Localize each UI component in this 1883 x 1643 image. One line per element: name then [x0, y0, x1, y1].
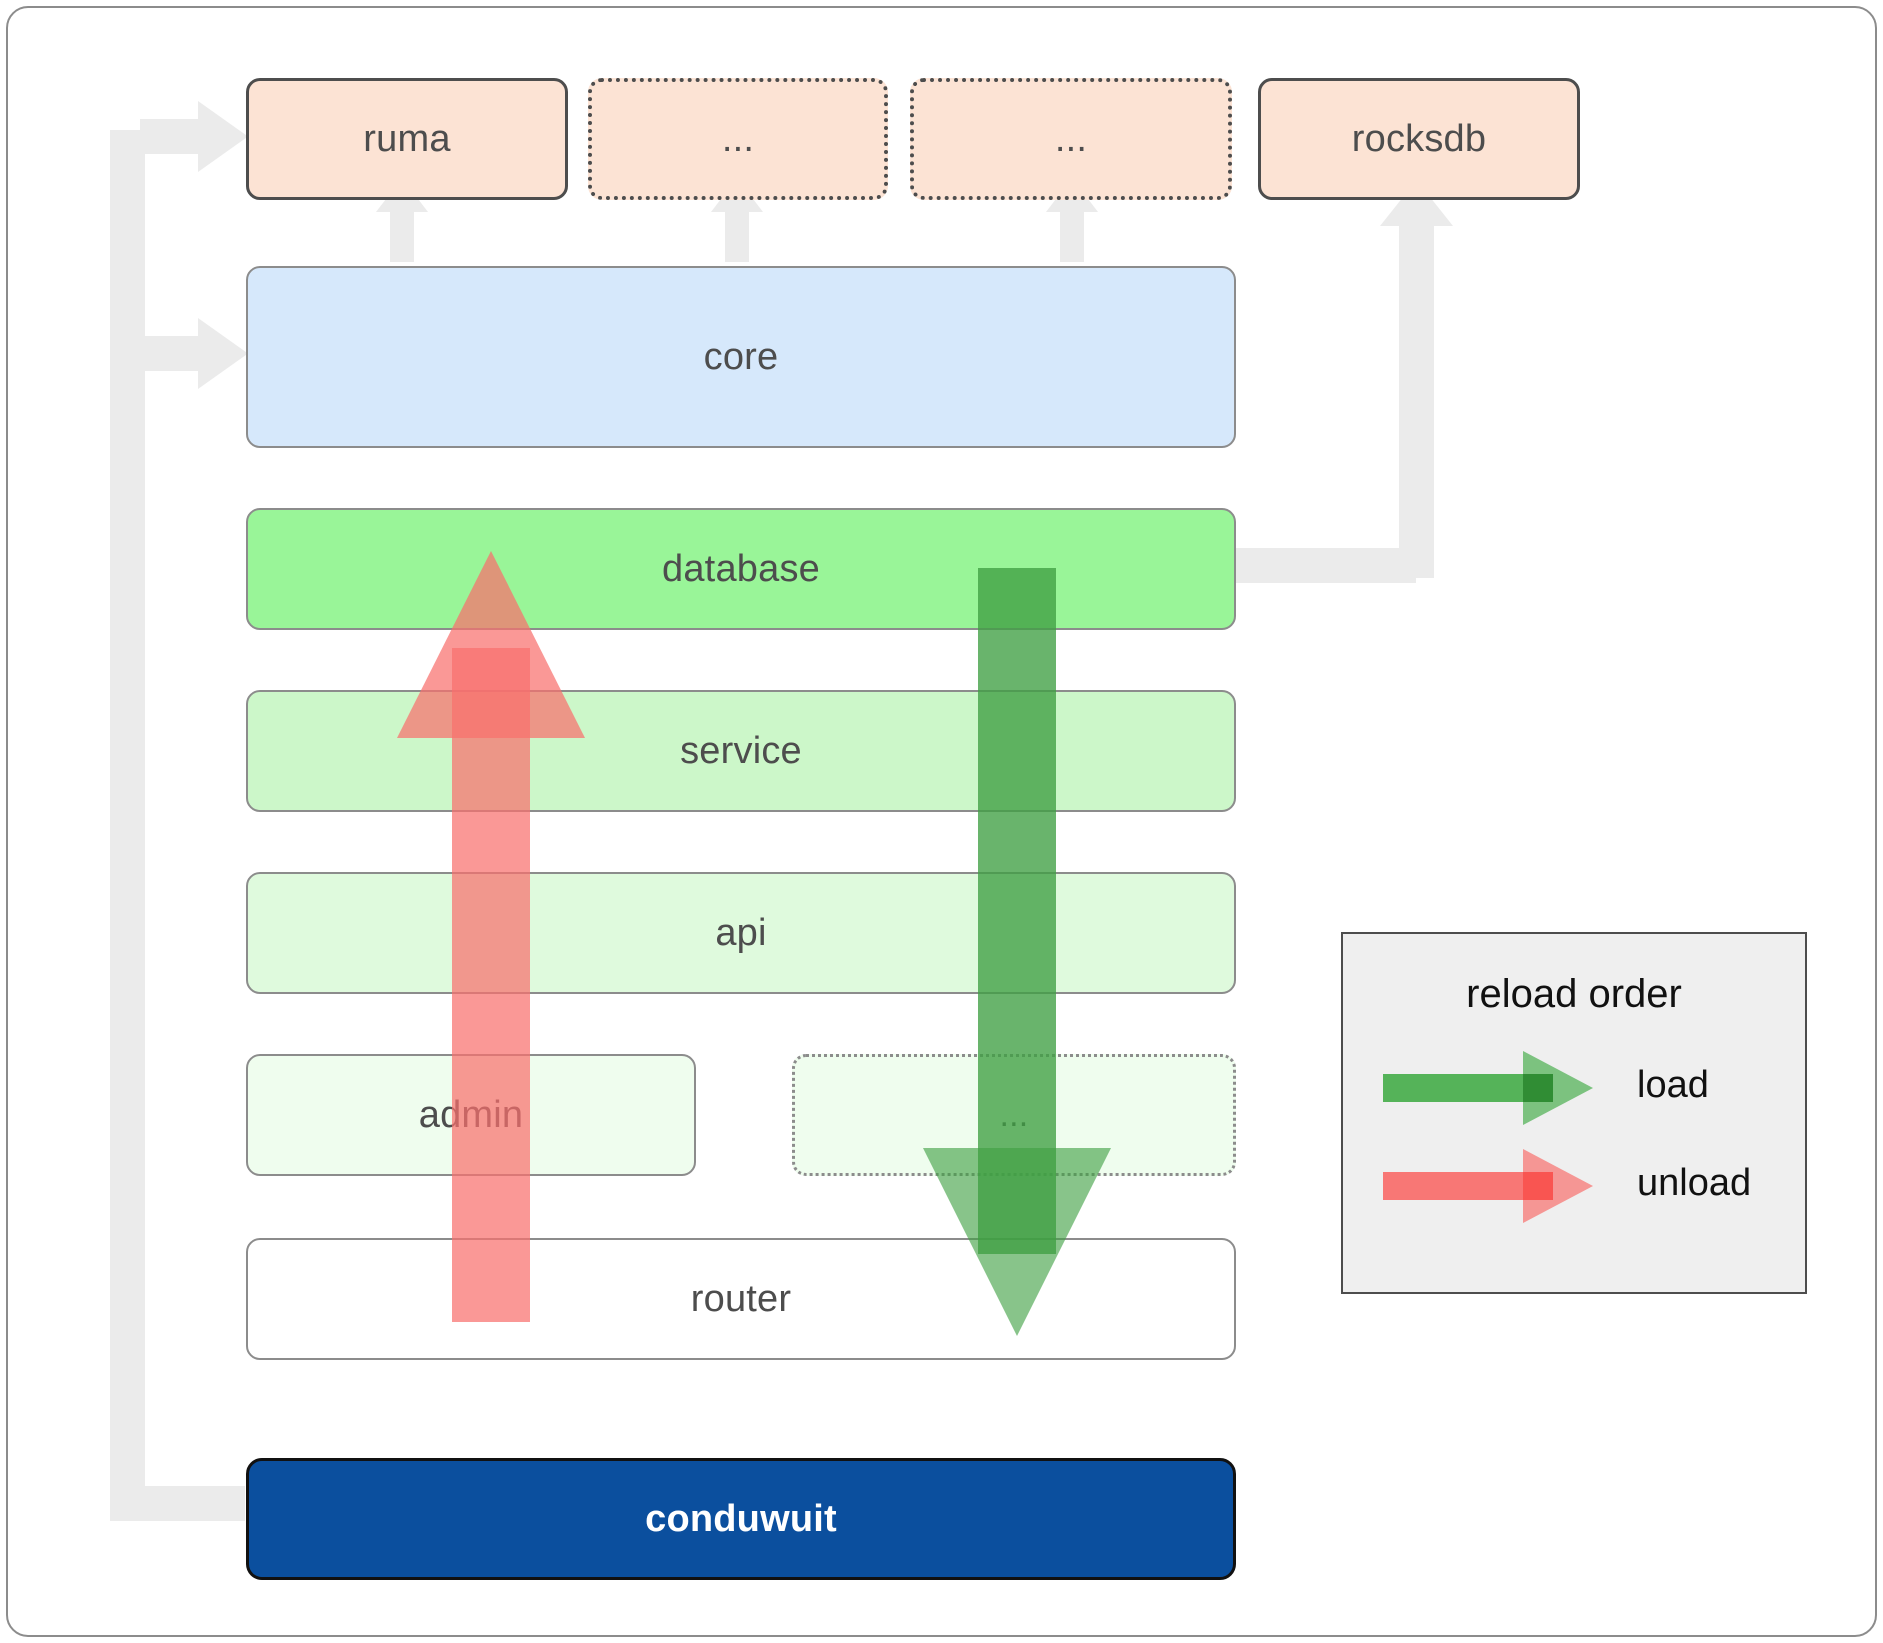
load-arrow-shaft	[978, 568, 1056, 1254]
unload-arrow-group	[397, 551, 585, 1322]
legend-swatch-layer	[1383, 1051, 1593, 1223]
legend-label-unload: unload	[1637, 1162, 1752, 1204]
legend-label-load: load	[1637, 1064, 1709, 1106]
unload-arrow-head	[397, 551, 585, 738]
load-arrow-head	[923, 1148, 1111, 1336]
legend-load-arrow	[1383, 1051, 1593, 1125]
unload-arrow-shaft	[452, 648, 530, 1322]
legend-panel: reload order load unload	[1341, 932, 1807, 1294]
legend-title: reload order	[1466, 972, 1682, 1016]
load-arrow-group	[923, 568, 1111, 1336]
legend-unload-arrow	[1383, 1149, 1593, 1223]
